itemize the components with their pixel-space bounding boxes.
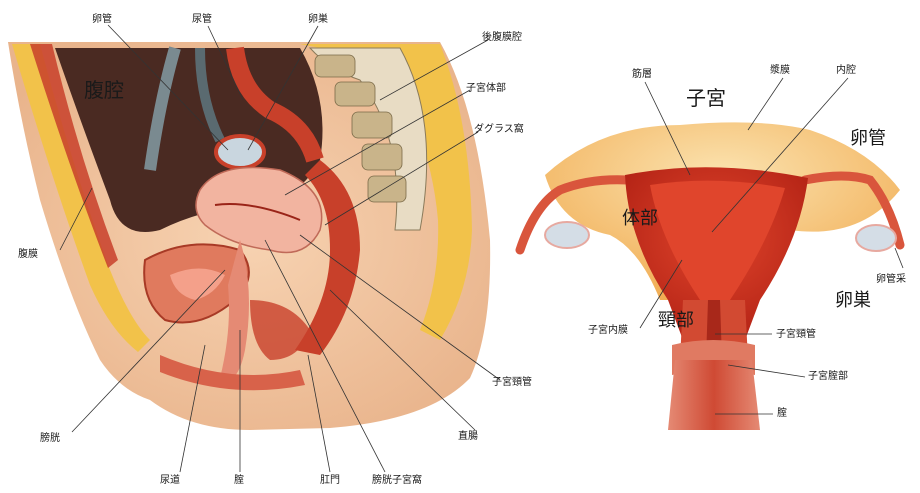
label-peritoneum: 腹膜 (18, 250, 38, 260)
ovary (216, 136, 264, 168)
label-cervix-region: 頸部 (658, 312, 694, 330)
label-vagina-right: 腟 (777, 409, 787, 419)
label-ureter: 尿管 (192, 15, 212, 25)
label-rectum: 直腸 (458, 432, 478, 442)
label-endometrium: 子宮内膜 (588, 326, 628, 336)
label-fimbria: 卵管采 (876, 275, 906, 285)
label-myometrium: 筋層 (632, 70, 652, 80)
label-body-region: 体部 (622, 210, 658, 228)
label-peritoneal-cavity: 腹腔 (84, 80, 124, 100)
label-ovary-big: 卵巣 (835, 292, 871, 310)
label-oviduct-big: 卵管 (850, 130, 886, 148)
label-vagina: 腟 (234, 476, 244, 486)
label-cavity: 内腔 (836, 66, 856, 76)
label-douglas-pouch: ダグラス窩 (474, 125, 524, 135)
ovary-left (545, 222, 589, 248)
label-anus: 肛門 (320, 476, 340, 486)
label-uterine-body: 子宮体部 (466, 84, 506, 94)
label-oviduct: 卵管 (92, 15, 112, 25)
label-cervical-canal-right: 子宮頸管 (776, 330, 816, 340)
label-uterus-title: 子宮 (686, 88, 726, 108)
label-vesicouterine-pouch: 膀胱子宮窩 (372, 476, 422, 486)
label-vaginal-part: 子宮腟部 (808, 372, 848, 382)
ovary-right (856, 225, 896, 251)
label-serosa: 漿膜 (770, 66, 790, 76)
label-urethra: 尿道 (160, 476, 180, 486)
vagina-frontal (668, 360, 760, 430)
label-cervical-canal-left: 子宮頸管 (492, 378, 532, 388)
frontal-section (520, 122, 900, 430)
label-retroperitoneum: 後腹膜腔 (482, 33, 522, 43)
label-ovary: 卵巣 (308, 15, 328, 25)
label-bladder: 膀胱 (40, 434, 60, 444)
sagittal-section (8, 42, 490, 430)
